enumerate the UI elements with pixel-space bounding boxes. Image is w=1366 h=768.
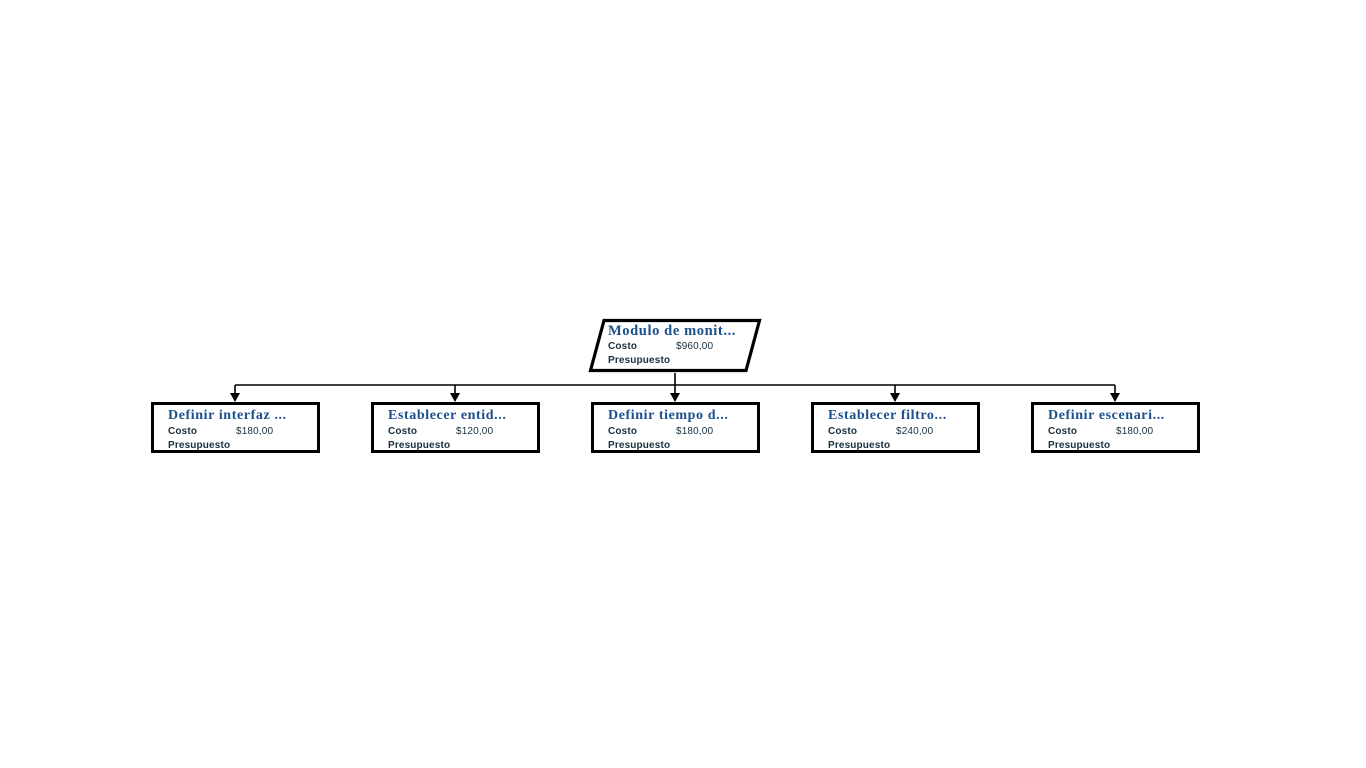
node-root-presupuesto-row: Presupuesto — [608, 354, 754, 367]
node-child-2-presupuesto-row: Presupuesto — [608, 439, 749, 452]
node-child-3-costo-label: Costo — [828, 426, 858, 437]
arrowhead-1 — [450, 393, 460, 402]
node-child-3-title: Establecer filtro... — [828, 408, 947, 423]
node-child-2-costo-row: Costo $180,00 — [608, 425, 749, 438]
node-root-title: Modulo de monit... — [608, 323, 737, 339]
node-child-4-costo-row: Costo $180,00 — [1048, 425, 1189, 438]
node-child-3-presupuesto-label: Presupuesto — [828, 440, 891, 451]
node-child-0-presupuesto-row: Presupuesto — [168, 439, 309, 452]
node-root-costo-row: Costo $960,00 — [608, 340, 754, 353]
parallelogram-shape — [588, 318, 762, 373]
node-child-2-content: Definir tiempo d... Costo $180,00 Presup… — [594, 405, 757, 452]
node-child-2-presupuesto-label: Presupuesto — [608, 440, 671, 451]
arrowhead-0 — [230, 393, 240, 402]
arrowhead-4 — [1110, 393, 1120, 402]
node-child-0-costo-row: Costo $180,00 — [168, 425, 309, 438]
node-child-0-title: Definir interfaz ... — [168, 408, 287, 423]
node-child-2-title: Definir tiempo d... — [608, 408, 729, 423]
node-child-2-costo-label: Costo — [608, 426, 638, 437]
arrowhead-3 — [890, 393, 900, 402]
node-root-costo-label: Costo — [608, 341, 638, 352]
node-child-4[interactable]: Definir escenari... Costo $180,00 Presup… — [1031, 402, 1200, 453]
node-child-0-costo-label: Costo — [168, 426, 198, 437]
node-child-3-costo-row: Costo $240,00 — [828, 425, 969, 438]
node-child-1-presupuesto-row: Presupuesto — [388, 439, 529, 452]
node-child-3[interactable]: Establecer filtro... Costo $240,00 Presu… — [811, 402, 980, 453]
node-root[interactable]: Modulo de monit... Costo $960,00 Presupu… — [588, 318, 762, 373]
node-child-0-costo-value: $180,00 — [236, 426, 274, 437]
node-child-4-presupuesto-label: Presupuesto — [1048, 440, 1111, 451]
node-child-1-costo-label: Costo — [388, 426, 418, 437]
node-child-1-costo-row: Costo $120,00 — [388, 425, 529, 438]
node-child-0-content: Definir interfaz ... Costo $180,00 Presu… — [154, 405, 317, 452]
node-child-1-costo-value: $120,00 — [456, 426, 494, 437]
node-root-content: Modulo de monit... Costo $960,00 Presupu… — [588, 318, 762, 373]
node-child-1[interactable]: Establecer entid... Costo $120,00 Presup… — [371, 402, 540, 453]
node-child-4-title: Definir escenari... — [1048, 408, 1165, 423]
node-child-4-presupuesto-row: Presupuesto — [1048, 439, 1189, 452]
node-root-costo-value: $960,00 — [676, 341, 714, 352]
node-child-1-title: Establecer entid... — [388, 408, 507, 423]
node-child-3-costo-value: $240,00 — [896, 426, 934, 437]
node-child-1-presupuesto-label: Presupuesto — [388, 440, 451, 451]
node-child-0-presupuesto-label: Presupuesto — [168, 440, 231, 451]
node-root-presupuesto-label: Presupuesto — [608, 355, 671, 366]
node-child-4-costo-value: $180,00 — [1116, 426, 1154, 437]
node-child-0[interactable]: Definir interfaz ... Costo $180,00 Presu… — [151, 402, 320, 453]
node-child-1-content: Establecer entid... Costo $120,00 Presup… — [374, 405, 537, 452]
node-child-4-content: Definir escenari... Costo $180,00 Presup… — [1034, 405, 1197, 452]
node-child-2-costo-value: $180,00 — [676, 426, 714, 437]
node-child-3-content: Establecer filtro... Costo $240,00 Presu… — [814, 405, 977, 452]
arrowhead-2 — [670, 393, 680, 402]
node-child-4-costo-label: Costo — [1048, 426, 1078, 437]
node-child-2[interactable]: Definir tiempo d... Costo $180,00 Presup… — [591, 402, 760, 453]
node-child-3-presupuesto-row: Presupuesto — [828, 439, 969, 452]
